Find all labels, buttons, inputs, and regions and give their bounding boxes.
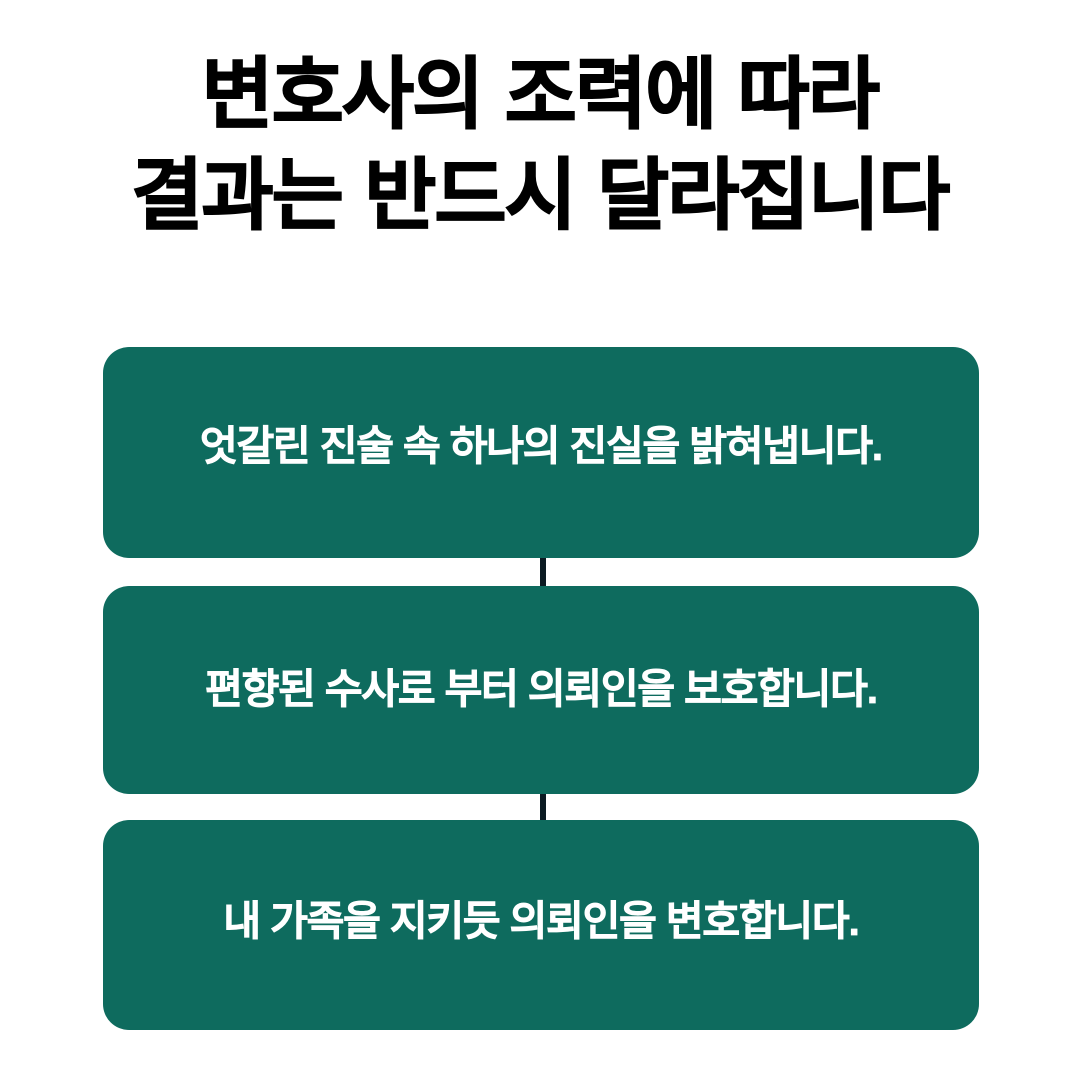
statement-card-stack: 엇갈린 진술 속 하나의 진실을 밝혀냅니다. 편향된 수사로 부터 의뢰인을 … [103,347,979,1030]
page-title: 변호사의 조력에 따라 결과는 반드시 달라집니다 [0,44,1080,247]
headline-line-2: 결과는 반드시 달라집니다 [131,151,951,241]
statement-card-3-text: 내 가족을 지키듯 의뢰인을 변호합니다. [223,898,860,945]
statement-card-1-text: 엇갈린 진술 속 하나의 진실을 밝혀냅니다. [200,422,884,470]
statement-card-3: 내 가족을 지키듯 의뢰인을 변호합니다. [103,820,979,1030]
statement-card-1: 엇갈린 진술 속 하나의 진실을 밝혀냅니다. [103,347,979,558]
headline-line-1: 변호사의 조력에 따라 [201,49,881,139]
connector-line-2 [540,767,546,841]
statement-card-2-text: 편향된 수사로 부터 의뢰인을 보호합니다. [205,666,879,713]
statement-card-2: 편향된 수사로 부터 의뢰인을 보호합니다. [103,586,979,794]
